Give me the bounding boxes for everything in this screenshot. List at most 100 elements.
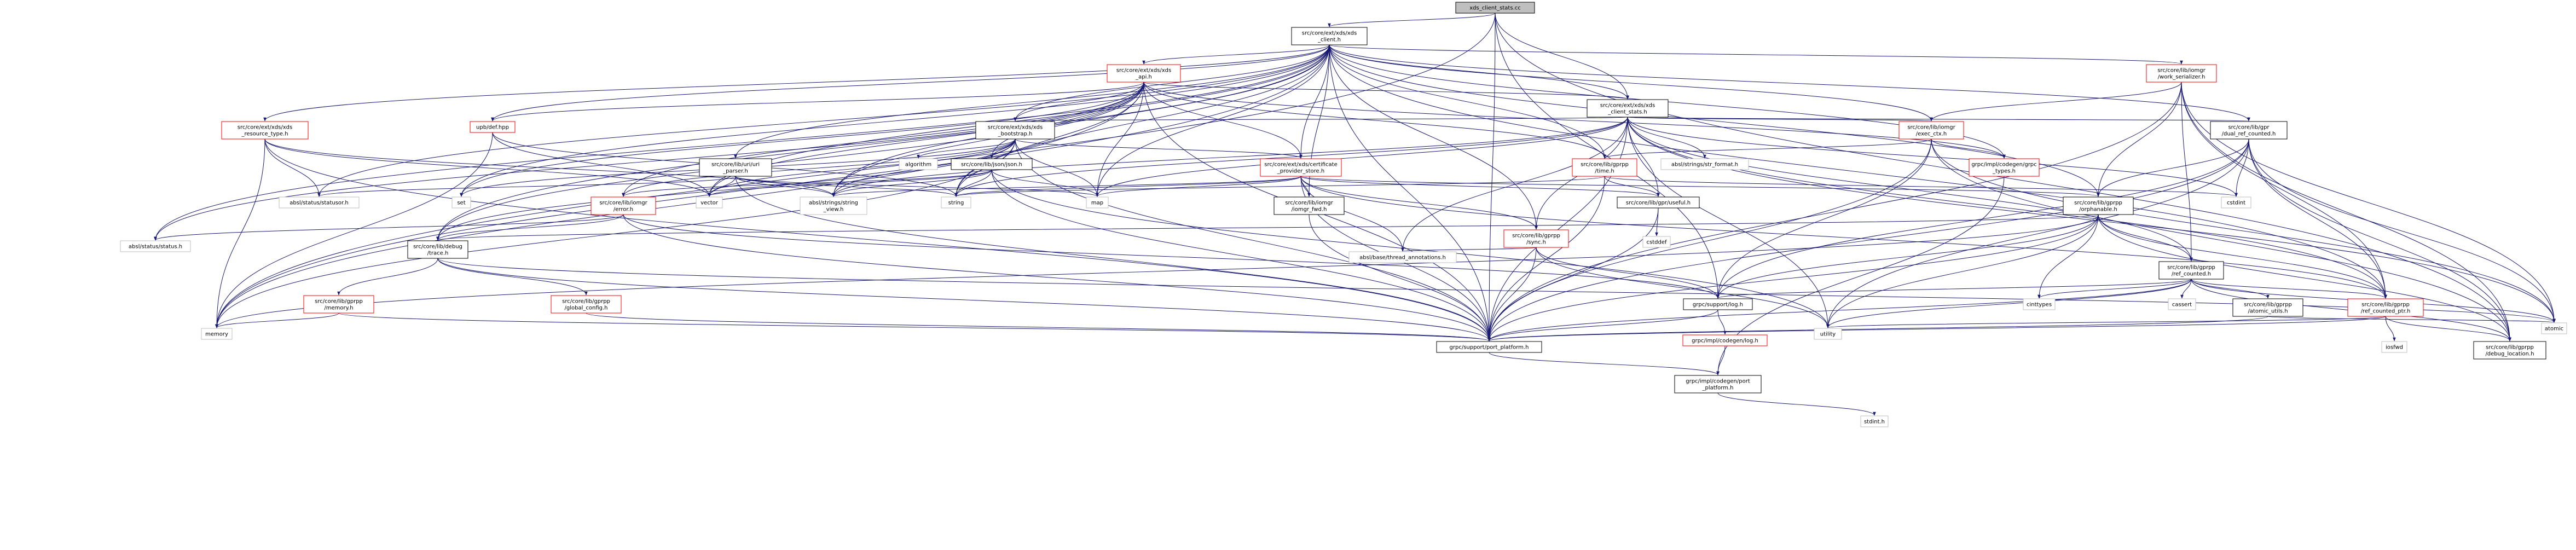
edge-xds_api-to-gprpp_time — [1143, 82, 1606, 159]
edge-orphanable-to-port_platform — [1487, 214, 2099, 341]
node-support_log[interactable]: grpc/support/log.h — [1683, 298, 1753, 310]
node-xds_client[interactable]: src/core/ext/xds/xds_client.h — [1291, 27, 1368, 45]
node-orphanable[interactable]: src/core/lib/gprpp/orphanable.h — [2063, 196, 2134, 215]
node-label-orphanable: /orphanable.h — [2079, 207, 2117, 213]
node-cstddef: cstddef — [1642, 236, 1671, 248]
edge-iomgr_error-to-port_platform — [623, 214, 1491, 341]
node-box-gprpp_sync — [1503, 229, 1569, 248]
edge-xds_resource_type-to-status_statusor — [264, 138, 321, 197]
edge-xds_client_stats-to-atomic — [1627, 117, 2556, 323]
edge-xds_bootstrap-to-vector — [708, 138, 1016, 197]
node-codegen_port_platform[interactable]: grpc/impl/codegen/port_platform.h — [1674, 375, 1762, 393]
node-uri_parser[interactable]: src/core/lib/uri/uri_parser.h — [699, 158, 772, 177]
node-exec_ctx[interactable]: src/core/lib/iomgr/exec_ctx.h — [1898, 121, 1964, 140]
node-set: set — [451, 196, 471, 209]
node-iomgr_error[interactable]: src/core/lib/iomgr/error.h — [591, 196, 656, 215]
node-iosfwd: iosfwd — [2381, 341, 2407, 353]
node-label-cinttypes: cinttypes — [2027, 302, 2052, 308]
node-debug_trace[interactable]: src/core/lib/debug/trace.h — [407, 240, 468, 259]
edge-xds_client-to-xds_api — [1142, 44, 1330, 65]
node-label-codegen_port_platform: _platform.h — [1701, 385, 1733, 391]
edge-xds_api-to-iomgr_error — [622, 82, 1144, 197]
edge-xds_api-to-memory — [215, 82, 1144, 328]
node-gprpp_sync[interactable]: src/core/lib/gprpp/sync.h — [1503, 229, 1569, 248]
node-label-ref_counted_ptr: src/core/lib/gprpp — [2361, 302, 2410, 308]
node-box-ref_counted — [2158, 261, 2224, 280]
node-label-xds_resource_type: src/core/ext/xds/xds — [238, 125, 293, 131]
edge-codegen_log-to-codegen_port_platform — [1716, 345, 1726, 375]
node-label-uri_parser: src/core/lib/uri/uri — [711, 162, 760, 168]
edge-support_log-to-codegen_log — [1717, 309, 1727, 335]
node-xds_client_stats[interactable]: src/core/ext/xds/xds_client_stats.h — [1587, 99, 1669, 118]
node-xds_resource_type[interactable]: src/core/ext/xds/xds_resource_type.h — [221, 121, 309, 140]
node-box-debug_location — [2473, 341, 2546, 360]
node-label-ref_counted_ptr: /ref_counted_ptr.h — [2361, 309, 2411, 315]
node-gprpp_time[interactable]: src/core/lib/gprpp/time.h — [1572, 158, 1637, 177]
node-label-cert_provider_store: src/core/ext/xds/certificate — [1264, 162, 1338, 168]
edge-ref_counted-to-utility — [1826, 279, 2192, 328]
node-label-xds_bootstrap: _bootstrap.h — [998, 131, 1033, 137]
node-ref_counted_ptr[interactable]: src/core/lib/gprpp/ref_counted_ptr.h — [2347, 298, 2424, 317]
node-grpc_types[interactable]: grpc/impl/codegen/grpc_types.h — [1969, 158, 2040, 177]
edge-uri_parser-to-string — [735, 176, 958, 197]
edge-xds_bootstrap-to-iomgr_error — [622, 138, 1016, 197]
node-label-xds_api: src/core/ext/xds/xds — [1116, 68, 1172, 74]
edge-xds_api-to-cert_provider_store — [1143, 82, 1303, 159]
node-box-status_statusor — [279, 196, 360, 209]
edge-gprpp_time-to-useful — [1604, 176, 1660, 197]
node-upb_def[interactable]: upb/def.hpp — [470, 121, 516, 133]
node-label-cstdint: cstdint — [2227, 200, 2245, 206]
edge-iomgr_fwd-to-port_platform — [1309, 214, 1491, 341]
edge-xds_bootstrap-to-debug_trace — [436, 138, 1016, 241]
node-xds_bootstrap[interactable]: src/core/ext/xds/xds_bootstrap.h — [975, 121, 1055, 140]
edge-gprpp_time-to-string — [954, 176, 1605, 197]
node-label-json: src/core/lib/json/json.h — [961, 162, 1022, 168]
node-xds_api[interactable]: src/core/ext/xds/xds_api.h — [1107, 64, 1181, 83]
edge-root-to-xds_client — [1328, 13, 1496, 27]
node-atomic_utils[interactable]: src/core/lib/gprpp/atomic_utils.h — [2232, 298, 2303, 317]
edge-json-to-iomgr_error — [622, 169, 992, 197]
edge-xds_api-to-xds_bootstrap — [1014, 82, 1144, 121]
node-iomgr_fwd[interactable]: src/core/lib/iomgr/iomgr_fwd.h — [1273, 196, 1345, 215]
node-root[interactable]: xds_client_stats.cc — [1455, 2, 1535, 14]
node-label-codegen_log: grpc/impl/codegen/log.h — [1692, 338, 1758, 344]
node-label-string: string — [948, 200, 964, 206]
node-global_config[interactable]: src/core/lib/gprpp/global_config.h — [551, 295, 622, 314]
edge-cert_provider_store-to-ref_counted_ptr — [1300, 176, 2387, 299]
node-label-exec_ctx: /exec_ctx.h — [1916, 131, 1947, 137]
node-box-gprpp_memory — [303, 295, 374, 314]
node-debug_location[interactable]: src/core/lib/gprpp/debug_location.h — [2473, 341, 2546, 360]
edge-dual_ref_counted-to-orphanable — [2097, 138, 2249, 197]
node-work_serializer[interactable]: src/core/lib/iomgr/work_serializer.h — [2146, 64, 2217, 83]
node-label-root: xds_client_stats.cc — [1469, 5, 1521, 11]
node-label-codegen_port_platform: grpc/impl/codegen/port — [1686, 379, 1750, 385]
edge-upb_def-to-vector — [492, 132, 711, 197]
edge-xds_client_stats-to-cstdint — [1627, 117, 2238, 197]
edge-root-to-port_platform — [1487, 13, 1496, 341]
node-dual_ref_counted[interactable]: src/core/lib/gpr/dual_ref_counted.h — [2210, 121, 2288, 140]
edge-xds_api-to-xds_client_stats — [1143, 82, 1629, 100]
edge-atomic_utils-to-port_platform — [1487, 316, 2268, 341]
node-useful[interactable]: src/core/lib/gpr/useful.h — [1617, 196, 1700, 209]
edge-exec_ctx-to-debug_location — [1931, 138, 2511, 341]
node-codegen_log[interactable]: grpc/impl/codegen/log.h — [1682, 334, 1768, 346]
node-port_platform[interactable]: grpc/support/port_platform.h — [1436, 341, 1542, 353]
edge-work_serializer-to-orphanable — [2097, 82, 2182, 197]
edge-json-to-vector — [708, 169, 992, 197]
edge-gprpp_sync-to-thread_annotations — [1401, 247, 1537, 252]
node-atomic: atomic — [2541, 322, 2567, 334]
node-cert_provider_store[interactable]: src/core/ext/xds/certificate_provider_st… — [1260, 158, 1342, 177]
node-label-ref_counted: src/core/lib/gprpp — [2167, 265, 2215, 271]
node-box-map — [1086, 196, 1109, 209]
node-box-memory — [201, 328, 233, 340]
node-ref_counted[interactable]: src/core/lib/gprpp/ref_counted.h — [2158, 261, 2224, 280]
edge-json-to-port_platform — [991, 169, 1491, 341]
node-gprpp_memory[interactable]: src/core/lib/gprpp/memory.h — [303, 295, 374, 314]
node-box-grpc_types — [1969, 158, 2040, 177]
node-box-iomgr_fwd — [1273, 196, 1345, 215]
node-box-vector — [696, 196, 723, 209]
edge-xds_bootstrap-to-port_platform — [1015, 138, 1491, 341]
node-label-stdint: stdint.h — [1864, 419, 1885, 425]
node-cassert: cassert — [2168, 298, 2196, 310]
node-json[interactable]: src/core/lib/json/json.h — [951, 158, 1033, 170]
